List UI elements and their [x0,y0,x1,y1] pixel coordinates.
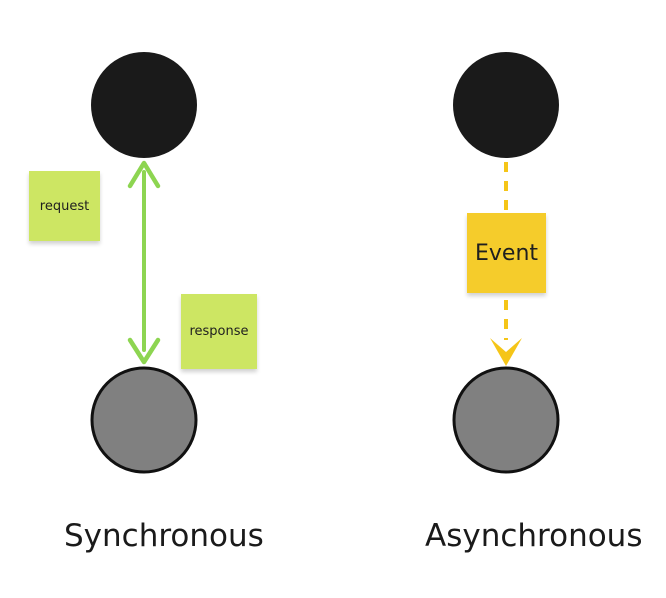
async-dashed-arrow[interactable] [490,162,522,366]
async-arrowhead-down [490,338,522,366]
response-label: response [189,324,249,339]
request-sticky-note[interactable]: request [29,171,100,241]
sync-arrowhead-down [127,337,161,365]
sync-target-node[interactable] [90,366,198,474]
response-sticky-note[interactable]: response [181,294,257,369]
sync-arrowhead-up [127,160,161,189]
asynchronous-caption: Asynchronous [425,518,643,554]
sync-bidirectional-arrow[interactable] [127,160,161,365]
synchronous-caption: Synchronous [64,518,264,554]
event-sticky-note[interactable]: Event [467,213,546,293]
request-label: request [39,198,90,214]
async-target-node[interactable] [452,366,560,474]
sync-source-node[interactable] [91,52,197,158]
event-label: Event [474,240,539,266]
async-source-node[interactable] [453,52,559,158]
